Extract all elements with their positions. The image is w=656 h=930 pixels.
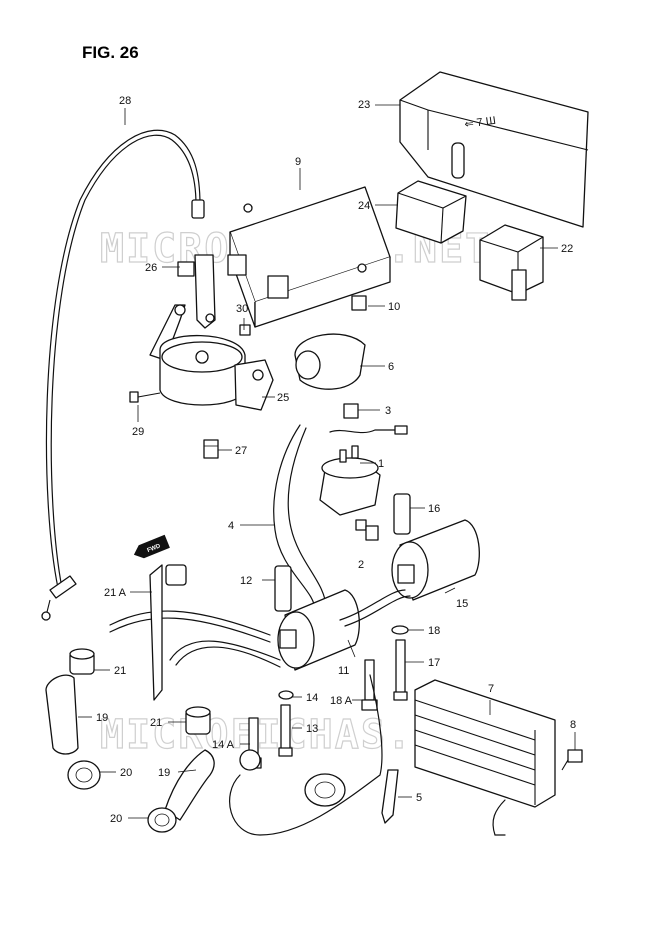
part-6-cap [294, 333, 366, 390]
figure-title: FIG. 26 [82, 43, 139, 62]
part-26-bracket [177, 254, 216, 329]
part-9-control-unit [227, 186, 391, 328]
part-14-washer [278, 690, 294, 700]
harness-bottom [229, 674, 383, 836]
part-16-spacer [393, 493, 411, 535]
callout-26: 26 [145, 262, 157, 274]
part-2-bolt [355, 519, 379, 541]
part-11-ignition-coil [277, 589, 360, 671]
callout-29: 29 [132, 426, 144, 438]
forward-marker-label: FWD [146, 543, 162, 554]
part-19-plug-cap-left [45, 674, 79, 755]
callout-labels: 28 23 9 24 22 26 10 30 6 25 29 3 27 1 4 … [96, 95, 576, 825]
callout-13: 13 [306, 723, 318, 735]
part-21-cap-right [185, 706, 211, 735]
callout-14a: 14 A [212, 739, 235, 751]
part-18-washer [391, 625, 409, 635]
callout-17: 17 [428, 657, 440, 669]
callout-10: 10 [388, 301, 400, 313]
callout-20-right: 20 [110, 813, 122, 825]
part-24-relay [395, 180, 467, 244]
callout-21-upper: 21 [114, 665, 126, 677]
part-29-bolt [129, 391, 161, 403]
part-27-nut [203, 439, 219, 459]
callout-16: 16 [428, 503, 440, 515]
callout-6: 6 [388, 361, 394, 373]
leader-lines [78, 104, 576, 819]
callout-24: 24 [358, 200, 370, 212]
part-21-cap-left [69, 648, 95, 675]
callout-14: 14 [306, 692, 318, 704]
callout-22: 22 [561, 243, 573, 255]
part-7-regulator [414, 679, 556, 836]
callout-15: 15 [456, 598, 468, 610]
part-19-plug-cap-right [164, 749, 215, 821]
callout-21-lower: 21 [150, 717, 162, 729]
callout-4: 4 [228, 520, 234, 532]
callout-20-left: 20 [120, 767, 132, 779]
callout-18: 18 [428, 625, 440, 637]
callout-11: 11 [338, 665, 349, 677]
callout-5: 5 [416, 792, 422, 804]
cover-arrow-icon: ⇐ 7 Ш [464, 115, 497, 131]
part-20-seal-left [67, 760, 101, 790]
part-20-seal-right [147, 807, 177, 833]
part-17-bolt [393, 639, 408, 701]
part-8-bolt [561, 749, 583, 771]
part-10-nut [351, 295, 367, 311]
callout-1: 1 [378, 458, 384, 470]
callout-3: 3 [385, 405, 391, 417]
callout-12: 12 [240, 575, 252, 587]
part-15-ignition-coil [391, 519, 480, 601]
part-23-cover: ⇐ 7 Ш [399, 71, 589, 228]
part-3-nut [343, 403, 359, 419]
part-13-bolt [278, 704, 293, 757]
callout-27: 27 [235, 445, 247, 457]
callout-30: 30 [236, 303, 248, 315]
callout-9: 9 [295, 156, 301, 168]
part-28-cable [41, 129, 205, 621]
part-12-spacer [274, 565, 292, 612]
callout-18a: 18 A [330, 695, 353, 707]
forward-marker: FWD [133, 534, 170, 559]
callout-8: 8 [570, 719, 576, 731]
part-25-horn [149, 304, 274, 411]
callout-25: 25 [277, 392, 289, 404]
callout-19-right: 19 [158, 767, 170, 779]
callout-21a: 21 A [104, 587, 127, 599]
callout-7: 7 [488, 683, 494, 695]
callout-19-left: 19 [96, 712, 108, 724]
part-30-nut [239, 324, 251, 336]
plug-leads [109, 589, 411, 668]
callout-23: 23 [358, 99, 370, 111]
part-18a-bolt [361, 659, 378, 711]
callout-2: 2 [358, 559, 364, 571]
part-22-relay [479, 224, 544, 301]
callout-28: 28 [119, 95, 131, 107]
part-21a-holder [149, 564, 187, 701]
part-4-wire [273, 424, 327, 611]
part-5-clamp [381, 769, 399, 824]
